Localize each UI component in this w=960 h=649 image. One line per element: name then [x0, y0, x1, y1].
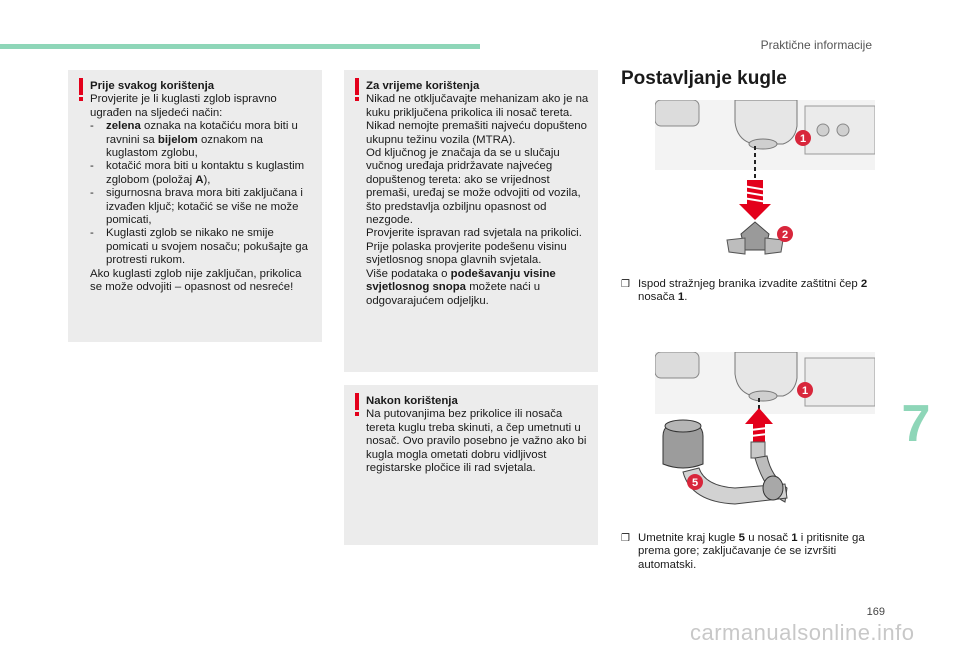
box-title: Prije svakog korištenja	[90, 80, 215, 92]
box-title: Nakon korištenja	[366, 395, 458, 407]
paragraph: Nikad ne otključavajte mehanizam ako je …	[366, 93, 589, 119]
badge-1	[797, 382, 813, 398]
protective-cap-illustration	[726, 221, 784, 255]
badge-2-label: 2	[782, 229, 788, 241]
instruction-step-2: ❒ Umetnite kraj kugle 5 u nosač 1 i prit…	[621, 532, 865, 571]
warning-icon	[355, 393, 359, 416]
paragraph: Na putovanjima bez prikolice ili nosača …	[366, 408, 587, 475]
box-outro: Ako kuglasti zglob nije zaključan, priko…	[90, 267, 302, 294]
warning-icon	[355, 78, 359, 101]
paragraph: Više podataka o podešavanju visine svjet…	[366, 267, 556, 307]
badge-1	[795, 130, 811, 146]
arrow-up-icon	[745, 408, 773, 442]
checkbox-bullet-icon: ❒	[621, 533, 630, 544]
figure-insert-ball: 1 5	[655, 352, 875, 522]
arrow-down-icon	[739, 180, 771, 220]
warning-icon	[79, 78, 83, 101]
bumper-illustration	[655, 352, 875, 414]
list-item: -zelena oznaka na kotačiću mora biti u r…	[90, 120, 298, 160]
box-intro: Provjerite je li kuglasti zglob ispravno…	[90, 93, 277, 119]
section-title: Postavljanje kugle	[621, 68, 787, 89]
paragraph: Od ključnog je značaja da se u slučaju v…	[366, 147, 581, 227]
bumper-illustration	[655, 100, 875, 170]
tow-ball-illustration	[662, 419, 788, 505]
instruction-step-1: ❒ Ispod stražnjeg branika izvadite zašti…	[621, 278, 868, 304]
paragraph: Nikad nemojte premašiti najveću dopušten…	[366, 120, 587, 146]
section-header: Praktične informacije	[760, 38, 872, 52]
badge-2	[777, 226, 793, 242]
box-title: Za vrijeme korištenja	[366, 80, 480, 92]
badge-1-label: 1	[800, 133, 806, 145]
page-number: 169	[866, 606, 885, 618]
top-accent-bar	[0, 44, 480, 49]
list-item: -sigurnosna brava mora biti zaključana i…	[90, 187, 303, 227]
paragraph: Provjerite ispravan rad svjetala na prik…	[366, 227, 582, 240]
list-item: -kotačić mora biti u kontaktu s kuglasti…	[90, 160, 305, 186]
list-item: -Kuglasti zglob se nikako ne smije pomic…	[90, 227, 308, 267]
badge-5-label: 5	[692, 477, 698, 489]
warning-box-during-use: Za vrijeme korištenja Nikad ne otključav…	[344, 70, 598, 372]
warning-box-after-use: Nakon korištenja Na putovanjima bez prik…	[344, 385, 598, 545]
badge-5	[687, 474, 703, 490]
figure-remove-cap: 1 2	[655, 100, 875, 276]
checkbox-bullet-icon: ❒	[621, 279, 630, 290]
badge-1-label: 1	[802, 385, 808, 397]
watermark: carmanualsonline.info	[690, 620, 915, 645]
paragraph: Prije polaska provjerite podešenu visinu…	[366, 240, 567, 267]
warning-box-before-use: Prije svakog korištenja Provjerite je li…	[68, 70, 322, 342]
chapter-number: 7	[901, 395, 931, 453]
